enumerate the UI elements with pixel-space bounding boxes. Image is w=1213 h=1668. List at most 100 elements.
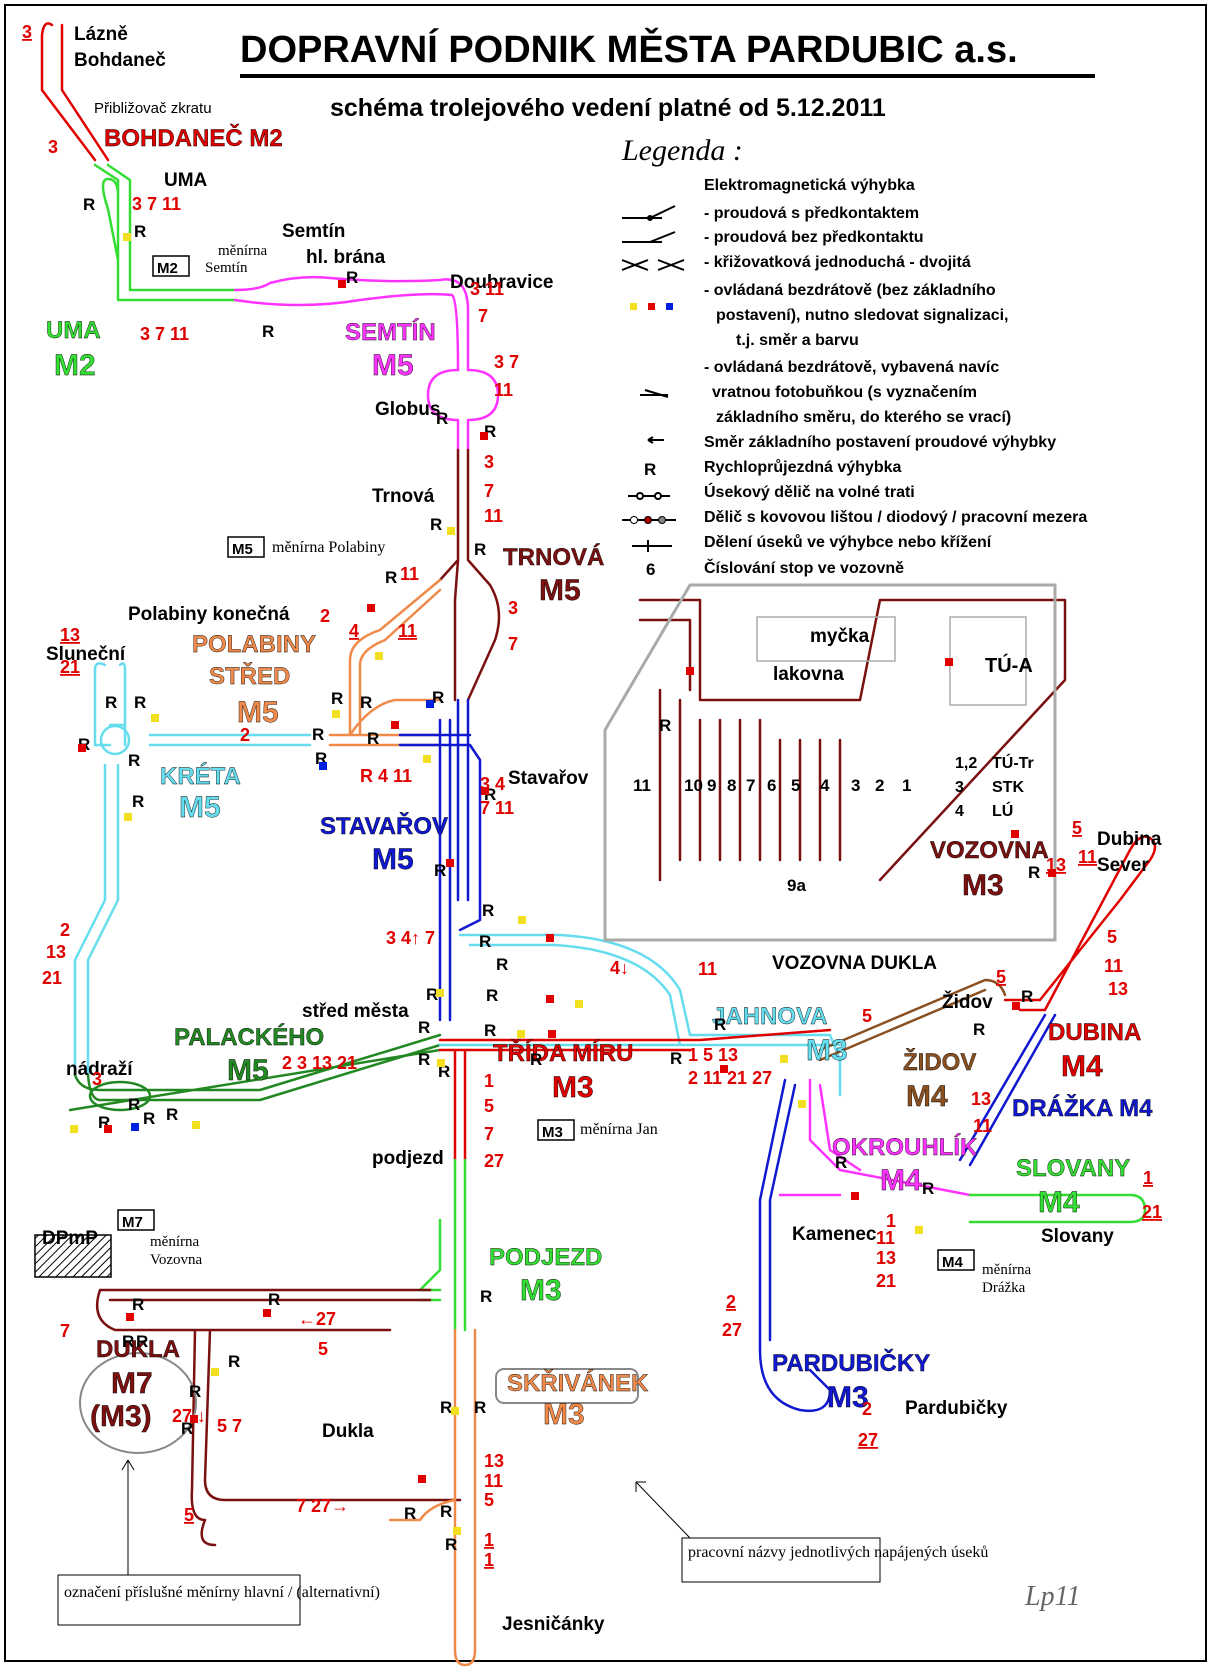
route-number: 2 3 13 21 bbox=[282, 1053, 357, 1073]
fast-switch-marker: R bbox=[474, 1398, 486, 1417]
crossing-symbol-icon bbox=[621, 259, 685, 271]
route-number: 3 bbox=[22, 22, 32, 42]
section-name: (M3) bbox=[90, 1400, 152, 1433]
depot-stop-number: 11 bbox=[633, 776, 651, 795]
route-number: 2 11 21 27 bbox=[688, 1068, 772, 1088]
section-name: M4 bbox=[906, 1080, 948, 1113]
fast-switch-marker: R bbox=[835, 1153, 847, 1172]
remote-switch-icon bbox=[192, 1121, 200, 1129]
yellow-marker-icon bbox=[630, 303, 637, 310]
section-name: SEMTÍN bbox=[345, 318, 436, 346]
signature: Lp11 bbox=[1024, 1581, 1081, 1612]
section-name: ŽIDOV bbox=[903, 1048, 976, 1076]
route-number: 13 bbox=[971, 1089, 991, 1109]
track-pardubicky bbox=[758, 1078, 832, 1413]
dukla-substation-ring bbox=[79, 1352, 197, 1454]
substation-m5 bbox=[227, 536, 265, 558]
fast-switch-marker: R bbox=[418, 1050, 430, 1069]
remote-switch-icon bbox=[437, 1059, 445, 1067]
depot-key-code: 3 bbox=[955, 779, 964, 796]
network-tracks bbox=[40, 22, 1157, 1667]
remote-switch-icon bbox=[945, 658, 953, 666]
fast-switch-marker: R bbox=[132, 792, 144, 811]
legend-item: Dělič s kovovou lištou / diodový / praco… bbox=[704, 509, 1087, 526]
remote-switch-icon bbox=[131, 1123, 139, 1131]
fast-switch-marker: R bbox=[922, 1179, 934, 1198]
route-number: 4 bbox=[349, 621, 359, 641]
section-name: STAVAŘOV bbox=[320, 812, 448, 840]
fast-switch-marker: R bbox=[262, 322, 274, 341]
fast-switch-marker: R bbox=[496, 955, 508, 974]
fast-switch-marker: R bbox=[670, 1049, 682, 1068]
route-number: 27 bbox=[858, 1430, 878, 1450]
remote-switch-icon bbox=[190, 1415, 198, 1423]
depot-key-code: 1,2 bbox=[955, 755, 977, 772]
place-name: střed města bbox=[302, 1001, 409, 1022]
place-name: Semtín bbox=[282, 221, 345, 242]
substation-m4 bbox=[937, 1249, 975, 1271]
section-name: BOHDANEČ M2 bbox=[104, 124, 283, 152]
route-number: 3 bbox=[508, 598, 518, 618]
place-name: UMA bbox=[164, 170, 208, 191]
route-number: 3 7 bbox=[494, 352, 519, 372]
fast-switch-marker: R bbox=[181, 1419, 193, 1438]
depot-stop-number: 1 bbox=[902, 776, 911, 795]
section-name: POLABINY bbox=[192, 631, 316, 658]
place-name: Slovany bbox=[1041, 1226, 1114, 1247]
legend-item: - ovládaná bezdrátově, vybavená navíc bbox=[704, 359, 999, 376]
fast-switch-marker: R bbox=[128, 751, 140, 770]
fast-switch-marker: R bbox=[486, 986, 498, 1005]
remote-switch-icon bbox=[1012, 1002, 1020, 1010]
legend-item: základního směru, do kterého se vrací) bbox=[716, 409, 1011, 426]
route-number: 2 bbox=[60, 920, 70, 940]
legend-item: - ovládaná bezdrátově (bez základního bbox=[704, 282, 996, 299]
track-podjezd bbox=[418, 1158, 467, 1332]
substation-label: měnírna bbox=[150, 1234, 199, 1250]
fast-switch-marker: R bbox=[385, 568, 397, 587]
depot-stop-number: 9a bbox=[787, 876, 806, 895]
legend-list: Elektromagnetická výhybka - proudová s př… bbox=[704, 177, 1087, 577]
place-name: Sluneční bbox=[46, 644, 126, 665]
route-number: 1 5 13 bbox=[688, 1045, 738, 1065]
fast-switch-marker: R bbox=[482, 901, 494, 920]
fast-switch-marker: R bbox=[189, 1382, 201, 1401]
remote-switch-icon bbox=[548, 1030, 556, 1038]
legend-item: - proudová s předkontaktem bbox=[704, 205, 919, 222]
fast-switch-marker: R bbox=[659, 716, 671, 735]
route-number: 1 bbox=[484, 1550, 494, 1570]
depot-key-label: STK bbox=[992, 779, 1024, 796]
route-number: 5 bbox=[484, 1490, 494, 1510]
place-name: Trnová bbox=[372, 486, 435, 507]
section-name: DRÁŽKA M4 bbox=[1012, 1094, 1153, 1122]
section-name: M5 bbox=[227, 1054, 269, 1087]
place-name: Kamenec bbox=[792, 1224, 877, 1245]
fast-switch-marker: R bbox=[132, 1295, 144, 1314]
place-name: podjezd bbox=[372, 1148, 444, 1169]
route-number: 11 bbox=[494, 380, 513, 400]
fast-switch-marker: R bbox=[1028, 863, 1040, 882]
section-name: M3 bbox=[520, 1274, 562, 1307]
fast-switch-marker: R bbox=[136, 1332, 148, 1351]
route-number: 5 bbox=[1107, 927, 1117, 947]
remote-switch-icon bbox=[338, 280, 346, 288]
fast-switch-marker: R bbox=[134, 693, 146, 712]
route-number: 2 bbox=[862, 1399, 872, 1419]
remote-switch-icon bbox=[575, 1000, 583, 1008]
route-number: 3 7 11 bbox=[132, 194, 181, 214]
route-number: 5 bbox=[318, 1339, 328, 1359]
route-number: 11 bbox=[1078, 847, 1097, 867]
legend-item: Úsekový dělič na volné trati bbox=[704, 482, 915, 501]
section-name: M5 bbox=[179, 791, 221, 824]
remote-switch-icon bbox=[546, 934, 554, 942]
route-number: 11 bbox=[484, 1471, 503, 1491]
remote-switch-icon bbox=[798, 1100, 806, 1108]
track-palackeho bbox=[68, 1033, 442, 1112]
section-name: SKŘIVÁNEK bbox=[507, 1369, 649, 1397]
remote-switch-icon bbox=[546, 995, 554, 1003]
track-semtin bbox=[233, 275, 470, 372]
route-number: 3 bbox=[92, 1069, 102, 1089]
substation-place: Semtín bbox=[205, 260, 248, 276]
legend-item: Elektromagnetická výhybka bbox=[704, 177, 915, 194]
